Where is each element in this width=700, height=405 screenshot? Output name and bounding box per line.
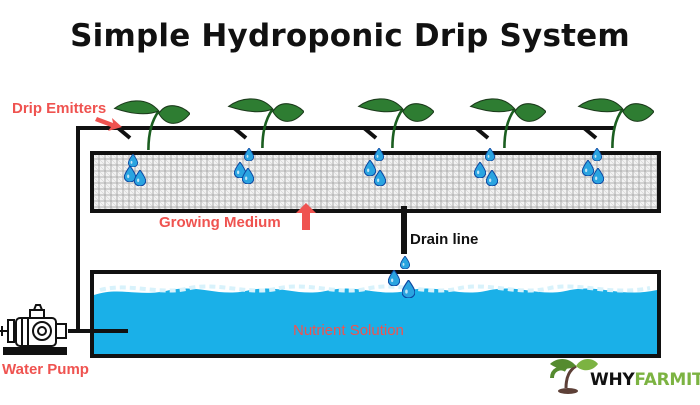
supply-pipe	[68, 126, 614, 333]
pump-icon	[0, 304, 67, 355]
water-drop-icon	[244, 148, 254, 161]
diagram-title: Simple Hydroponic Drip System	[70, 18, 630, 54]
label-drain-line: Drain line	[410, 231, 479, 248]
plants	[113, 97, 654, 150]
plant-icon	[577, 97, 654, 148]
farm-logo-icon	[550, 359, 598, 394]
brand-part-2: FARMIT	[634, 370, 700, 390]
label-growing-medium: Growing Medium	[159, 214, 281, 231]
plant-icon	[469, 97, 546, 148]
label-arrows	[95, 117, 316, 230]
plant-icon	[357, 97, 434, 148]
drip-emitters	[116, 126, 598, 140]
water-drop-icon	[485, 148, 495, 161]
label-nutrient-solution: Nutrient Solution	[293, 322, 404, 339]
emitter	[582, 126, 598, 140]
water-drop-icon	[374, 148, 384, 161]
emitter	[232, 126, 248, 140]
water-foam	[99, 284, 651, 293]
emitter	[116, 126, 132, 140]
plant-icon	[227, 97, 304, 148]
arrow-icon	[296, 203, 316, 230]
nutrient-solution-water	[94, 288, 657, 354]
brand-logo-text: WHYFARMIT	[590, 370, 700, 390]
label-water-pump: Water Pump	[2, 361, 89, 378]
emitter	[362, 126, 378, 140]
brand-part-1: WHY	[590, 370, 635, 390]
arrow-icon	[95, 117, 122, 131]
water-drop-icon	[400, 256, 410, 269]
label-drip-emitters: Drip Emitters	[12, 100, 107, 117]
water-drop-icon	[592, 148, 602, 161]
plant-icon	[113, 99, 190, 150]
emitter	[474, 126, 490, 140]
